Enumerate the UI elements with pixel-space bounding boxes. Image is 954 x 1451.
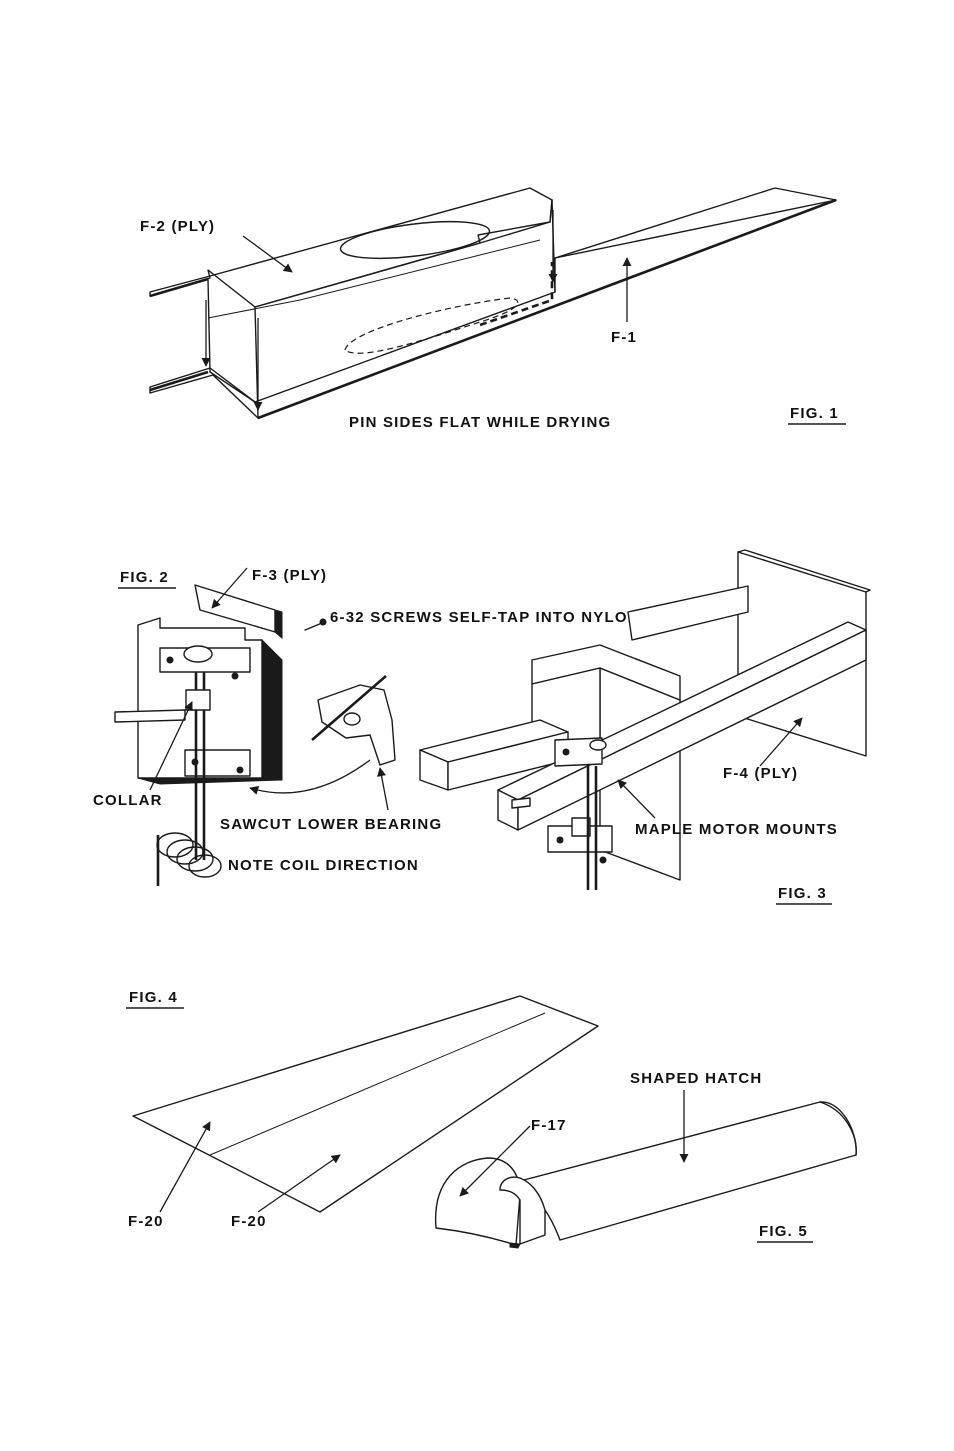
f2-label: F-2 (PLY) (140, 218, 215, 235)
sawcut-label: SAWCUT LOWER BEARING (220, 816, 442, 833)
fig1-caption: FIG. 1 (790, 405, 839, 422)
sheet-seam (209, 1012, 546, 1156)
sawcut-bearing-part (311, 675, 396, 766)
hatch-label: SHAPED HATCH (630, 1070, 762, 1087)
f2-leader (242, 235, 293, 273)
upper-bearing (159, 645, 251, 680)
fig5-caption: FIG. 5 (759, 1223, 808, 1240)
f17-leader (459, 1125, 531, 1197)
f20-left-leader (159, 1121, 211, 1213)
collar-label: COLLAR (93, 792, 163, 809)
collar-leader (149, 701, 193, 791)
f20-sheets (132, 995, 599, 1213)
f3-label: F-3 (PLY) (252, 567, 327, 584)
screw-icon (304, 618, 327, 631)
f4-leader (759, 717, 803, 767)
sawcut-curve-leader (249, 759, 371, 795)
f1-side-panel (149, 187, 837, 420)
cross-frame (531, 585, 749, 881)
f4-label: F-4 (PLY) (723, 765, 798, 782)
coil-note-label: NOTE COIL DIRECTION (228, 857, 419, 874)
f20-right-label: F-20 (231, 1213, 267, 1230)
prop-hook (114, 709, 186, 723)
f17-label: F-17 (531, 1117, 567, 1134)
f3-leader (211, 567, 248, 609)
mounts-label: MAPLE MOTOR MOUNTS (635, 821, 838, 838)
coil-spring (156, 832, 222, 886)
fig2-nose-block: FIG. 2 F-3 (PLY) 6-32 SCREWS SELF-TAP IN… (93, 567, 640, 886)
fig3-caption: FIG. 3 (778, 885, 827, 902)
fig5-shaped-hatch: SHAPED HATCH F-17 FIG. 5 (434, 1070, 857, 1249)
sawcut-leader (377, 767, 389, 811)
fig3-motor-mount-assembly: F-4 (PLY) MAPLE MOTOR MOUNTS FIG. 3 (419, 549, 871, 905)
f2-ply-doubler (149, 187, 556, 419)
pin-sides-note: PIN SIDES FLAT WHILE DRYING (349, 414, 611, 431)
f1-label: F-1 (611, 329, 637, 346)
fig2-caption: FIG. 2 (120, 569, 169, 586)
fig1-fuselage-sides: F-2 (PLY) F-1 PIN SIDES FLAT WHILE DRYIN… (140, 187, 846, 431)
f20-left-label: F-20 (128, 1213, 164, 1230)
f20-right-leader (257, 1154, 341, 1213)
screws-label: 6-32 SCREWS SELF-TAP INTO NYLON (330, 609, 640, 626)
mounts-leader (617, 779, 656, 819)
fig3-bearing-upper (554, 737, 607, 767)
f17-former (434, 1157, 521, 1246)
fig3-hook (511, 797, 531, 809)
maple-rail-left (419, 719, 569, 791)
fig4-bottom-sheeting: FIG. 4 F-20 F-20 (126, 989, 599, 1230)
fig4-caption: FIG. 4 (129, 989, 178, 1006)
